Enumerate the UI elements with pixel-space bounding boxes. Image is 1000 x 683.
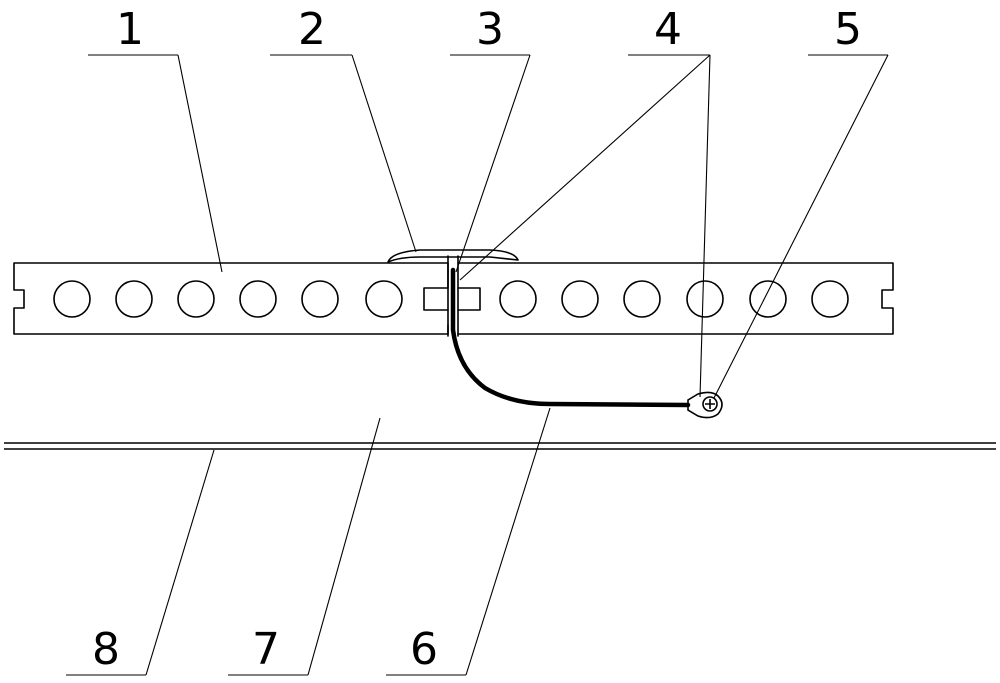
leader-lines bbox=[66, 54, 889, 676]
label-3: 3 bbox=[476, 4, 504, 55]
left-board-groove bbox=[423, 287, 449, 311]
label-6: 6 bbox=[410, 624, 438, 675]
ground-wire bbox=[450, 267, 691, 408]
label-8: 8 bbox=[92, 624, 120, 675]
right-board bbox=[457, 262, 894, 335]
label-1: 1 bbox=[116, 4, 144, 55]
board-holes bbox=[53, 280, 849, 318]
wire-terminal bbox=[687, 391, 723, 419]
clip-stem bbox=[447, 255, 459, 337]
label-7: 7 bbox=[252, 624, 280, 675]
ground-surface bbox=[4, 442, 996, 450]
clip-cap bbox=[387, 249, 519, 263]
label-5: 5 bbox=[834, 4, 862, 55]
label-2: 2 bbox=[298, 4, 326, 55]
right-board-groove bbox=[457, 287, 481, 311]
label-4: 4 bbox=[654, 4, 682, 55]
left-board bbox=[13, 262, 449, 335]
